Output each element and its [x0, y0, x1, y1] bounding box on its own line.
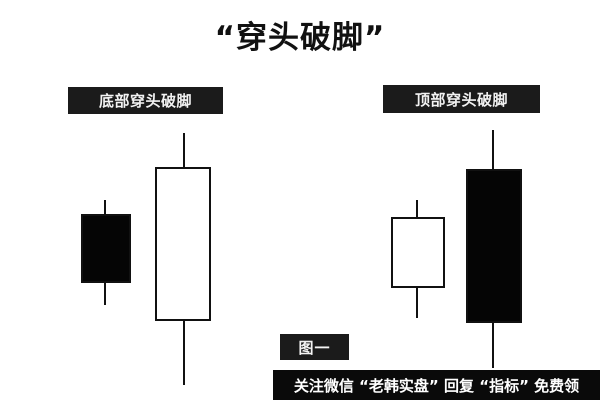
left-bullish-candle-body — [155, 167, 211, 321]
promo-banner: 关注微信 “老韩实盘” 回复 “指标” 免费领 — [273, 370, 600, 400]
label-bottom-pattern: 底部穿头破脚 — [68, 87, 223, 114]
right-bullish-candle-body — [391, 217, 445, 288]
left-bearish-candle-body — [81, 214, 131, 283]
label-top-pattern: 顶部穿头破脚 — [383, 85, 540, 113]
right-bearish-candle-body — [466, 169, 522, 323]
page-title: “穿头破脚” — [214, 20, 386, 56]
label-bottom-pattern-text: 底部穿头破脚 — [98, 92, 192, 110]
figure-caption: 图一 — [280, 334, 349, 360]
label-top-pattern-text: 顶部穿头破脚 — [414, 90, 508, 109]
